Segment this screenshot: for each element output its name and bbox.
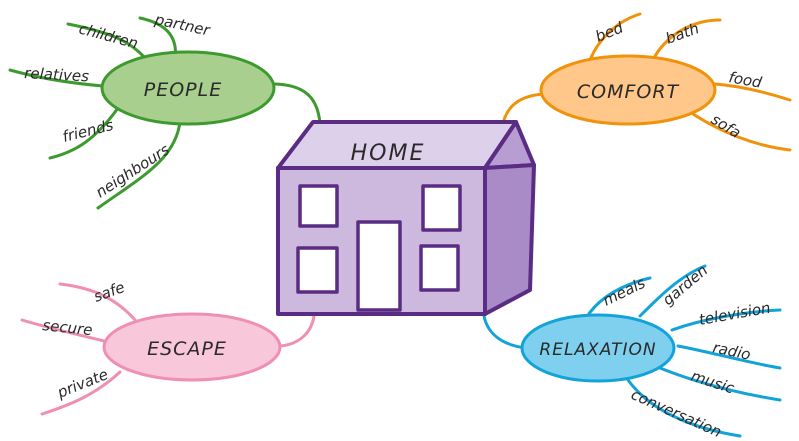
comfort-twig-bed xyxy=(588,12,642,62)
center-title: HOME xyxy=(351,141,426,166)
comfort-twig-food xyxy=(713,82,792,102)
relaxation-twig-music xyxy=(658,366,782,402)
escape-connector xyxy=(278,314,316,348)
front-door xyxy=(356,220,402,312)
relaxation-item-music: music xyxy=(689,367,737,398)
escape-item-secure: secure xyxy=(42,316,94,339)
window-bottom-left xyxy=(296,246,339,294)
people-item-neighbours: neighbours xyxy=(92,140,173,201)
people-connector xyxy=(270,82,322,126)
comfort-node xyxy=(539,54,717,126)
window-top-right xyxy=(421,184,462,232)
relaxation-twig-radio xyxy=(676,344,782,370)
house-side-wall xyxy=(483,163,536,316)
relaxation-item-meals: meals xyxy=(600,274,649,310)
relaxation-item-television: television xyxy=(698,299,772,329)
comfort-item-bath: bath xyxy=(663,19,701,48)
escape-node xyxy=(102,312,282,382)
escape-item-safe: safe xyxy=(91,278,127,306)
escape-twig-private xyxy=(40,370,122,416)
relaxation-twig-conversation xyxy=(626,378,742,438)
people-label: PEOPLE xyxy=(144,79,222,101)
comfort-twig-sofa xyxy=(688,110,792,152)
escape-twig-secure xyxy=(20,318,110,344)
people-twig-friends xyxy=(48,106,120,160)
window-bottom-right xyxy=(419,244,460,292)
relaxation-item-conversation: conversation xyxy=(628,385,724,441)
comfort-twig-bath xyxy=(653,18,722,58)
people-item-partner: partner xyxy=(152,10,212,40)
relaxation-item-garden: garden xyxy=(659,261,711,309)
people-item-relatives: relatives xyxy=(24,64,90,85)
people-node xyxy=(100,50,276,126)
relaxation-item-radio: radio xyxy=(711,338,752,364)
relaxation-twig-television xyxy=(670,308,782,332)
people-item-children: children xyxy=(77,19,140,52)
branch-relaxation xyxy=(482,264,782,438)
escape-twig-safe xyxy=(58,282,142,328)
people-twig-neighbours xyxy=(96,120,182,210)
people-twig-relatives xyxy=(8,68,105,88)
relaxation-connector xyxy=(482,314,527,350)
comfort-item-food: food xyxy=(727,68,763,92)
relaxation-twig-meals xyxy=(584,276,652,320)
escape-label: ESCAPE xyxy=(147,338,227,360)
relaxation-label: RELAXATION xyxy=(539,340,656,360)
relaxation-twig-garden xyxy=(638,264,707,318)
house xyxy=(276,120,536,316)
window-top-left xyxy=(298,184,339,228)
relaxation-node xyxy=(520,313,676,383)
comfort-label: COMFORT xyxy=(577,81,680,103)
branch-escape xyxy=(20,282,316,416)
